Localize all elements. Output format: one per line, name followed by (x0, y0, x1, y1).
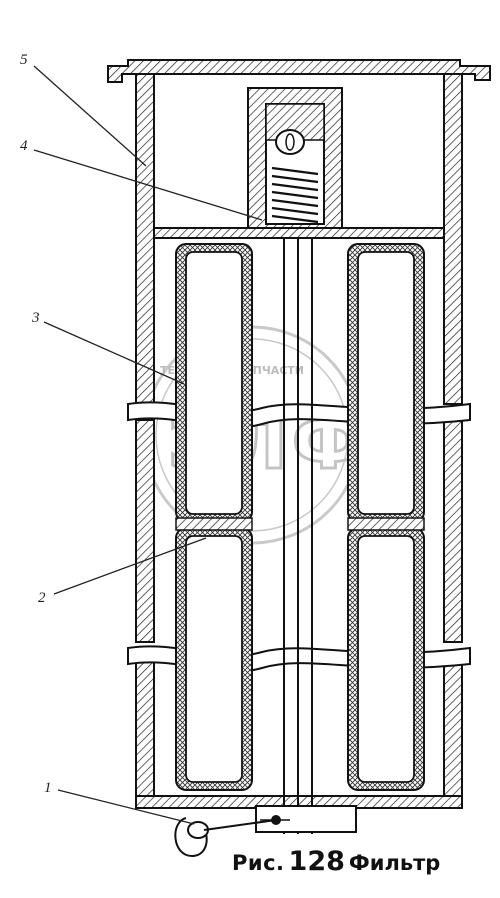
caption-title: Фильтр (348, 851, 441, 875)
caption-number: 128 (288, 846, 345, 877)
filter-element-lower-left (175, 527, 253, 791)
outer-housing (107, 59, 491, 809)
caption-prefix: Рис. (232, 851, 285, 875)
separator-left (175, 517, 253, 531)
valve-head (247, 87, 343, 229)
filter-element-lower-right (347, 527, 425, 791)
callouts: 5 4 3 2 1 (20, 52, 52, 796)
filter-element-upper-left (175, 243, 253, 523)
callout-1: 1 (44, 780, 52, 796)
callout-3: 3 (31, 310, 40, 326)
drain-plug (174, 815, 290, 858)
filter-element-upper-right (347, 243, 425, 523)
callout-2: 2 (38, 590, 46, 606)
callout-leaders (33, 65, 263, 825)
callout-4: 4 (20, 138, 28, 154)
callout-5: 5 (20, 52, 28, 68)
filter-cap-plate (153, 227, 445, 239)
separator-right (347, 517, 425, 531)
